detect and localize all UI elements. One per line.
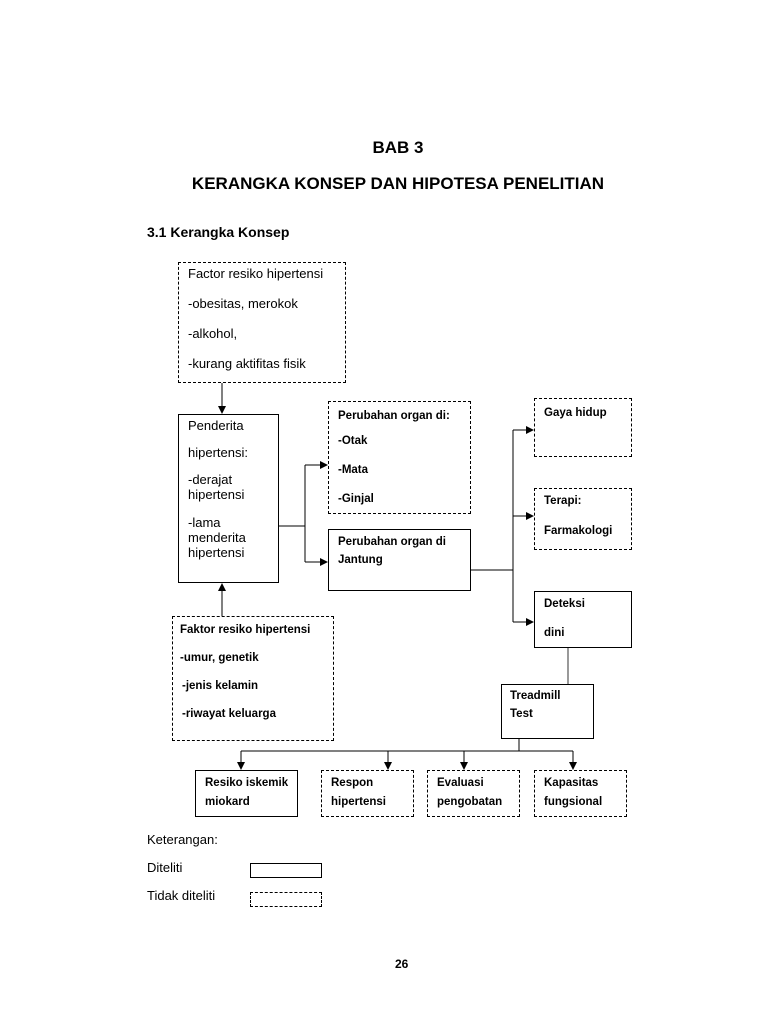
risk-factor-item: -riwayat keluarga (182, 708, 276, 720)
chapter-heading: BAB 3 (372, 138, 424, 157)
heart-change-box: Perubahan organ di Jantung (328, 529, 471, 591)
risk-factors-nonmodifiable-title: Faktor resiko hipertensi (180, 624, 311, 636)
outcome-treatment-evaluation-box: Evaluasi pengobatan (427, 770, 520, 817)
organ-item: -Mata (338, 464, 369, 476)
outcome-functional-capacity-box: Kapasitas fungsional (534, 770, 627, 817)
therapy-line: Terapi: (544, 495, 582, 507)
heart-change-line: Perubahan organ di (338, 536, 446, 548)
patient-line: hipertensi: (188, 445, 248, 460)
legend-title: Keterangan: (147, 832, 218, 847)
page-title: KERANGKA KONSEP DAN HIPOTESA PENELITIAN (191, 174, 605, 193)
page-number: 26 (395, 957, 409, 971)
outcome-line: Kapasitas (544, 777, 599, 789)
outcome-line: hipertensi (331, 796, 386, 808)
risk-factor-item: -alkohol, (188, 326, 238, 341)
outcome-hypertension-response-box: Respon hipertensi (321, 770, 414, 817)
therapy-box: Terapi: Farmakologi (534, 488, 632, 550)
organ-changes-title: Perubahan organ di: (338, 410, 450, 422)
legend-studied-label: Diteliti (147, 860, 183, 875)
early-detection-box: Deteksi dini (534, 591, 632, 648)
outcome-line: fungsional (544, 796, 603, 808)
organ-item: -Ginjal (338, 493, 374, 505)
outcome-line: miokard (205, 796, 250, 808)
patient-line: Penderita (188, 418, 244, 433)
heart-change-line: Jantung (338, 554, 383, 566)
section-heading: 3.1 Kerangka Konsep (147, 224, 290, 240)
organ-item: -Otak (338, 435, 368, 447)
patient-line: -derajat (188, 472, 233, 487)
risk-factor-item: -obesitas, merokok (188, 296, 298, 311)
risk-factor-item: -kurang aktifitas fisik (188, 356, 306, 371)
outcome-line: pengobatan (437, 796, 503, 808)
risk-factors-nonmodifiable-box: Faktor resiko hipertensi -umur, genetik … (172, 616, 334, 741)
treadmill-line: Test (510, 708, 533, 720)
treadmill-box: Treadmill Test (501, 684, 594, 739)
patient-line: -lama (188, 515, 221, 530)
patient-line: hipertensi (188, 545, 245, 560)
outcome-ischemic-risk-box: Resiko iskemik miokard (195, 770, 298, 817)
treadmill-line: Treadmill (510, 690, 561, 702)
organ-changes-box: Perubahan organ di: -Otak -Mata -Ginjal (328, 401, 471, 514)
outcome-line: Resiko iskemik (205, 777, 289, 789)
legend-not-studied-label: Tidak diteliti (147, 888, 216, 903)
legend-solid-box (250, 863, 322, 878)
patient-line: hipertensi (188, 487, 245, 502)
patient-line: menderita (188, 530, 246, 545)
early-detection-line: Deteksi (544, 598, 585, 610)
patient-box: Penderita hipertensi: -derajat hipertens… (178, 414, 279, 583)
legend-dashed-box (250, 892, 322, 907)
risk-factor-item: -umur, genetik (180, 652, 259, 664)
therapy-line: Farmakologi (544, 525, 613, 537)
risk-factors-modifiable-box: Factor resiko hipertensi -obesitas, mero… (178, 262, 346, 383)
lifestyle-label: Gaya hidup (544, 407, 607, 419)
risk-factor-item: -jenis kelamin (182, 680, 259, 692)
risk-factors-modifiable-title: Factor resiko hipertensi (188, 266, 324, 281)
outcome-line: Evaluasi (437, 777, 484, 789)
lifestyle-box: Gaya hidup (534, 398, 632, 457)
early-detection-line: dini (544, 627, 565, 639)
outcome-line: Respon (331, 777, 374, 789)
